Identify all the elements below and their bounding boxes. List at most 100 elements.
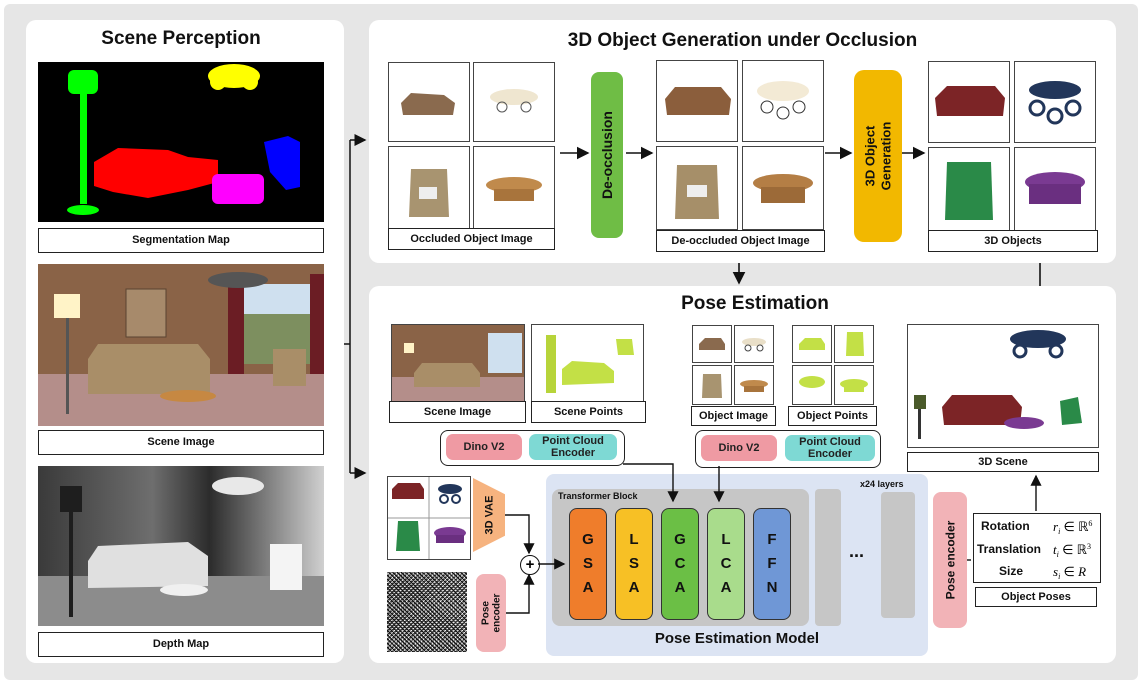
block-letter: A <box>720 579 732 596</box>
deoccluded-grid <box>656 60 828 250</box>
depth-map-label: Depth Map <box>38 632 324 657</box>
deoccluded-label: De-occluded Object Image <box>656 230 825 252</box>
scene-3d-label: 3D Scene <box>907 452 1099 472</box>
deoccluded-table-thumb <box>742 146 824 230</box>
layer-stack-1 <box>815 489 841 626</box>
pose-scene-points <box>531 324 644 404</box>
pose-object-chandelier <box>734 325 774 363</box>
pose-object-sofa <box>692 325 732 363</box>
object-table-thumb <box>1014 147 1096 231</box>
occluded-table-thumb <box>473 146 555 230</box>
block-letter: A <box>582 579 594 596</box>
scene-3d-image <box>907 324 1099 448</box>
translation-label: Translation <box>977 542 1042 556</box>
pose-formulas: ri ∈ ℝ6 ti ∈ ℝ3 si ∈ R <box>1053 519 1092 579</box>
scene-image-label: Scene Image <box>38 430 324 455</box>
deoccluded-sofa-thumb <box>656 60 738 142</box>
deoccluded-chandelier-thumb <box>742 60 824 142</box>
pose-points-sofa <box>792 325 832 363</box>
pose-points-armchair-top <box>834 325 874 363</box>
pose-object-points-label: Object Points <box>788 406 877 426</box>
layers-label: x24 layers <box>860 479 904 489</box>
pose-points-chandelier <box>792 365 832 405</box>
vae-input-grid <box>387 476 471 560</box>
scene-pce-chip: Point Cloud Encoder <box>529 434 617 460</box>
svg-text:ti ∈ ℝ3: ti ∈ ℝ3 <box>1053 542 1091 559</box>
svg-text:si ∈ R: si ∈ R <box>1053 564 1086 579</box>
arrow-to-deocclusion <box>560 146 590 160</box>
block-letter: G <box>582 531 594 548</box>
block-letter: S <box>582 555 593 572</box>
block-letter: A <box>674 579 686 596</box>
block-letter: F <box>767 555 777 572</box>
pose-title: Pose Estimation <box>681 293 829 314</box>
occluded-sofa-thumb <box>388 62 470 142</box>
layer-ellipsis: ... <box>849 541 865 561</box>
deoccluded-armchair-thumb <box>656 146 738 230</box>
model-label: Pose Estimation Model <box>654 630 820 647</box>
block-letter: S <box>628 555 639 572</box>
occluded-label: Occluded Object Image <box>388 228 555 250</box>
generation-title: 3D Object Generation under Occlusion <box>567 30 918 51</box>
pose-object-image-grid <box>692 325 774 407</box>
block-letter: A <box>628 579 640 596</box>
scene-perception-panel: Scene Perception Segmentation Map <box>26 20 344 663</box>
scene-dino-chip: Dino V2 <box>446 434 522 460</box>
noise-image <box>387 572 467 652</box>
occluded-chandelier-thumb <box>473 62 555 142</box>
generation-panel: 3D Object Generation under Occlusion Occ… <box>369 20 1116 263</box>
pose-panel: Pose Estimation Scene Image Scene Points… <box>369 286 1116 663</box>
block-letter: N <box>766 579 778 596</box>
object-poses-label: Object Poses <box>975 587 1097 607</box>
block-letter: L <box>629 531 639 548</box>
segmentation-map-label: Segmentation Map <box>38 228 324 253</box>
occluded-armchair-thumb <box>388 146 470 230</box>
arrow-to-3d-objects <box>902 146 926 160</box>
layer-stack-2 <box>881 492 915 618</box>
object-chandelier-thumb <box>1014 61 1096 143</box>
arrow-to-deoccluded <box>626 146 654 160</box>
pose-object-image-label: Object Image <box>691 406 776 426</box>
arrow-to-generation <box>825 146 853 160</box>
size-label: Size <box>999 564 1024 578</box>
block-letter: C <box>674 555 686 572</box>
depth-map-image <box>38 466 324 626</box>
block-letter: C <box>720 555 732 572</box>
pose-object-points-grid <box>792 325 874 407</box>
block-letter: G <box>674 531 686 548</box>
pose-points-table <box>834 365 874 405</box>
pose-scene-image-label: Scene Image <box>389 401 526 423</box>
pose-object-table <box>734 365 774 405</box>
pose-encoder-input: Pose encoder <box>476 574 506 652</box>
scene-perception-title: Scene Perception <box>101 28 261 49</box>
scene-image <box>38 264 324 426</box>
segmentation-map-image <box>38 62 324 222</box>
pose-scene-image <box>391 324 525 404</box>
occluded-grid <box>388 62 556 250</box>
pose-encoder-output: Pose encoder <box>933 492 967 628</box>
generation-step: 3D Object Generation <box>854 70 902 242</box>
block-letter: F <box>767 531 777 548</box>
object-poses-box <box>973 513 1101 583</box>
rotation-label: Rotation <box>981 519 1030 533</box>
plus-node: + <box>520 555 540 575</box>
transformer-block-label: Transformer Block <box>558 491 638 501</box>
object-dino-chip: Dino V2 <box>701 435 777 461</box>
block-letter: L <box>721 531 731 548</box>
object-armchair-thumb <box>928 147 1010 231</box>
object-sofa-thumb <box>928 61 1010 143</box>
vae-label: 3D VAE <box>483 495 496 535</box>
deocclusion-step: De-occlusion <box>591 72 623 238</box>
objects-grid <box>928 61 1100 251</box>
object-pce-chip: Point Cloud Encoder <box>785 435 875 461</box>
pose-object-armchair <box>692 365 732 405</box>
pose-scene-points-label: Scene Points <box>531 401 646 423</box>
svg-text:ri ∈ ℝ6: ri ∈ ℝ6 <box>1053 519 1092 536</box>
objects-label: 3D Objects <box>928 230 1098 252</box>
vae-trapezoid: 3D VAE <box>473 478 505 552</box>
